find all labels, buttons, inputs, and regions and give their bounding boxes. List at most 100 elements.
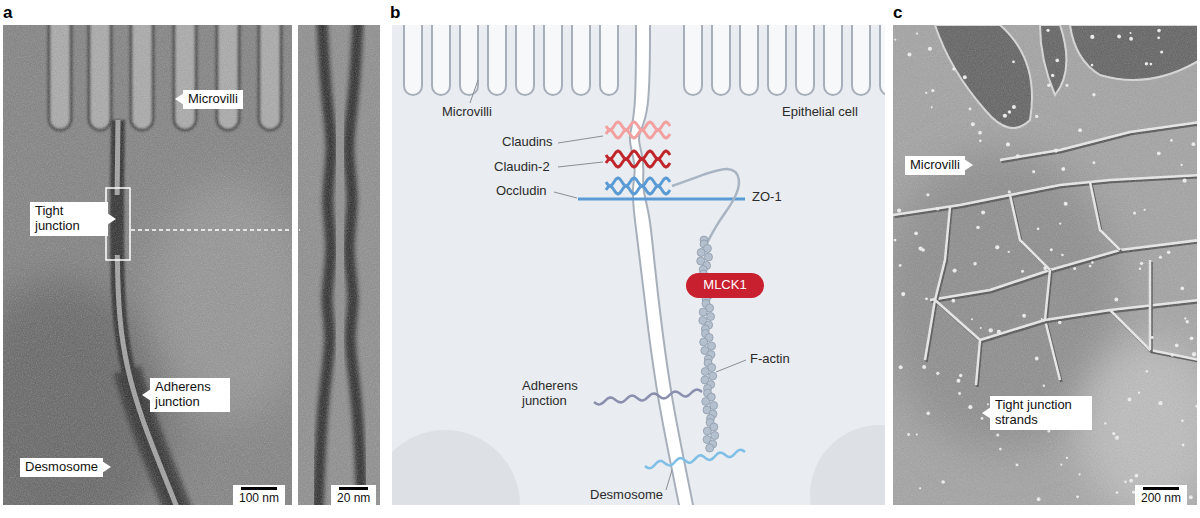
zo1-protein (672, 169, 739, 245)
callout-pointer-shape (107, 213, 116, 225)
callout-box: Adherens junction (150, 378, 230, 412)
em-inset (298, 25, 380, 505)
actin-bead (702, 398, 710, 406)
em-noise (893, 25, 1197, 505)
leader-line (558, 136, 603, 143)
leader-line (558, 162, 603, 167)
callout-box: Tight junction strands (990, 396, 1092, 430)
microvillus-outline (572, 25, 590, 95)
actin-bead (706, 444, 714, 452)
structure-label: Desmosome (590, 488, 663, 503)
occludin-strand (606, 178, 670, 186)
actin-bead (711, 432, 719, 440)
scale-bar-box: 200 nm (1135, 485, 1187, 507)
actin-bead (699, 308, 707, 316)
node-text: Tight junction (35, 204, 103, 234)
scale-bar (339, 487, 368, 490)
microvillus-outline (880, 25, 885, 95)
callout-box: Tight junction (30, 202, 108, 236)
em-ground (298, 25, 380, 505)
desmosome-cadherin (645, 450, 745, 469)
callout-pointer-shape (982, 407, 991, 419)
claudin2-strand (606, 151, 670, 159)
callout-pointer (175, 93, 184, 105)
microvillus-outline (740, 25, 758, 95)
microvillus-outline (852, 25, 870, 95)
leader-line (666, 470, 672, 490)
callout-pointer-shape (142, 389, 151, 401)
intercellular-space (630, 25, 694, 505)
structure-label: Microvilli (442, 105, 492, 120)
nucleus (392, 430, 520, 505)
scale-bar (1143, 487, 1179, 490)
em-noise (298, 25, 380, 505)
schematic (392, 25, 885, 505)
adherens-cadherin (594, 390, 702, 405)
leader-line (470, 80, 478, 103)
microvillus-outline (600, 25, 618, 95)
microvillus-outline (796, 25, 814, 95)
microvillus-outline (516, 25, 534, 95)
protein-label: Claudin-2 (494, 160, 550, 175)
callout-pointer-shape (175, 93, 184, 105)
actin-bead (704, 253, 712, 261)
callout-box: Microvilli (183, 90, 243, 109)
callout-pointer (982, 407, 991, 419)
enzyme-pill: MLCK1 (686, 273, 764, 298)
callout-box: Microvilli (905, 156, 965, 175)
actin-bead (709, 372, 717, 380)
node-text: Adherens junction (155, 380, 225, 410)
microvillus-outline (768, 25, 786, 95)
em-noise (3, 25, 292, 505)
callout-pointer-shape (102, 461, 111, 473)
node-text: Desmosome (25, 460, 98, 475)
callout-pointer (107, 213, 116, 225)
structure-label: Adherens junction (522, 379, 588, 409)
em-micrograph (3, 25, 292, 505)
microvillus-outline (712, 25, 730, 95)
callout-pointer (142, 389, 151, 401)
microvillus-outline (460, 25, 478, 95)
protein-label: Occludin (496, 184, 547, 199)
em-ground (3, 25, 292, 505)
zoom-box (106, 188, 130, 260)
actin-bead (697, 249, 705, 257)
claudin-strand (606, 122, 670, 130)
node-text: Microvilli (188, 92, 238, 107)
node-text: 20 nm (337, 492, 370, 506)
protein-label: ZO-1 (752, 190, 782, 205)
panel-letter: c (893, 3, 902, 23)
structure-label: Epithelial cell (782, 105, 858, 120)
panel-letter: b (390, 3, 400, 23)
protein-label: Claudins (502, 135, 553, 150)
nucleus (810, 425, 885, 505)
actin-bead (707, 313, 715, 321)
panel-letter: a (3, 3, 12, 23)
cell-membrane (639, 25, 694, 505)
scale-bar-box: 100 nm (233, 485, 285, 507)
actin-bead (700, 338, 708, 346)
node-text: Microvilli (910, 158, 960, 173)
callout-pointer (964, 159, 973, 171)
leader-line (554, 192, 577, 198)
scale-bar-box: 20 nm (331, 485, 376, 507)
claudin2-strand (606, 159, 670, 167)
microvillus-outline (488, 25, 506, 95)
node-text: MLCK1 (692, 278, 758, 293)
zoom-guide (131, 229, 300, 231)
em-ground (893, 25, 1197, 505)
scale-bar (241, 487, 277, 490)
callout-box: Desmosome (20, 458, 103, 477)
claudin-strand (606, 130, 670, 138)
node-text: 100 nm (239, 492, 279, 506)
microvillus-outline (432, 25, 450, 95)
microvillus-outline (544, 25, 562, 95)
occludin-tail (578, 198, 745, 201)
protein-label: F-actin (750, 352, 790, 367)
freeze-fracture-micrograph (893, 25, 1197, 505)
actin-bead (701, 368, 709, 376)
microvillus-outline (684, 25, 702, 95)
node-text: Tight junction strands (995, 398, 1087, 428)
